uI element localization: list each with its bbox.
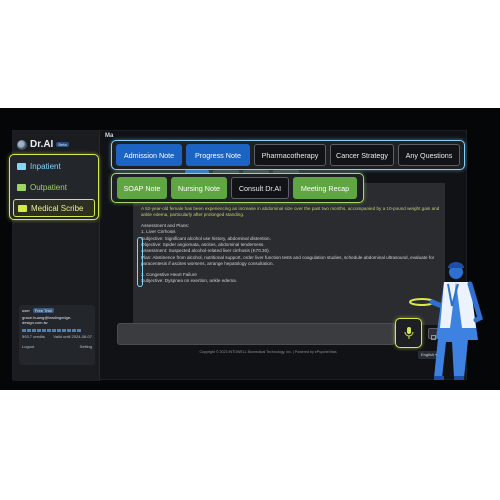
copyright-text: Copyright © 2023 INTOWELL Biomedical Tec…	[199, 350, 337, 354]
message-input[interactable]	[117, 323, 395, 345]
brand-logo-icon	[17, 139, 27, 150]
subjective-line: Subjective: Significant alcohol use hist…	[141, 235, 271, 241]
account-panel: user Free Trial grace.huang@leadingedge-…	[19, 305, 95, 365]
microphone-button[interactable]	[395, 318, 422, 348]
objective-line: Objective: Spider angiomata, ascites, ab…	[141, 242, 265, 248]
assessment-heading: Assessment and Plans:	[141, 222, 190, 228]
tab-consult-drai[interactable]: Consult Dr.AI	[231, 177, 289, 199]
chat-panel	[133, 183, 445, 325]
brand-name: Dr.AI	[30, 139, 54, 150]
plan-badge[interactable]: Free Trial	[32, 308, 54, 313]
tab-any-questions[interactable]: Any Questions	[398, 144, 460, 166]
tab-pharmacotherapy[interactable]: Pharmacotherapy	[254, 144, 326, 166]
page-title: Ma	[105, 133, 114, 139]
user-email: grace.huang@leadingedge-design.com.tw	[22, 315, 72, 325]
sidebar-item-outpatient[interactable]: Outpatient	[13, 178, 95, 196]
logout-link[interactable]: Logout	[22, 344, 35, 349]
assessment-line: Assessment: Suspected alcohol-related li…	[141, 248, 270, 254]
beta-badge: Beta	[56, 142, 69, 147]
valid-until: Valid until 2024-08-07	[53, 334, 92, 339]
microphone-icon	[404, 327, 413, 339]
clinic-icon	[17, 183, 26, 191]
sidebar-item-label: Inpatient	[30, 161, 61, 171]
credit-bar	[22, 329, 92, 332]
subjective-line: Subjective: Dyspnea on exertion, ankle e…	[141, 278, 238, 284]
sidebar-menu: Inpatient Outpatient Medical Scribe	[9, 154, 99, 220]
doctor-illustration	[409, 262, 483, 380]
scribe-tabs: SOAP Note Nursing Note Consult Dr.AI Mee…	[111, 173, 364, 203]
sidebar-item-label: Outpatient	[30, 182, 67, 192]
note-type-tabs: Admission Note Progress Note Pharmacothe…	[111, 140, 465, 170]
language-select[interactable]: English ▾	[418, 351, 443, 359]
brand[interactable]: Dr.AI Beta	[17, 139, 69, 150]
setting-link[interactable]: Setting	[79, 344, 92, 349]
intro-text: A 52-year-old female has been experienci…	[141, 206, 440, 218]
tab-meeting-recap[interactable]: Meeting Recap	[293, 177, 357, 199]
sidebar-item-medical-scribe[interactable]: Medical Scribe	[13, 199, 95, 217]
plan-line: Plan: Abstinence from alcohol, nutrition…	[141, 254, 435, 267]
tab-nursing-note[interactable]: Nursing Note	[171, 177, 227, 199]
language-value: English	[421, 352, 435, 357]
sidebar-item-inpatient[interactable]: Inpatient	[13, 157, 95, 175]
credits-count: 593.7 credits	[22, 334, 45, 339]
tab-soap-note[interactable]: SOAP Note	[117, 177, 167, 199]
problem-title: 2. Congestive Heart Failure	[141, 271, 197, 277]
send-icon	[431, 335, 436, 340]
soap-letter-highlight	[137, 237, 143, 287]
sidebar-item-label: Medical Scribe	[31, 203, 84, 213]
scribe-icon	[18, 204, 27, 212]
problem-title: 1. Liver Cirrhosis	[141, 229, 176, 235]
chat-message: A 52-year-old female has been experienci…	[141, 206, 441, 284]
tab-admission-note[interactable]: Admission Note	[116, 144, 182, 166]
bed-icon	[17, 162, 26, 170]
tab-cancer-strategy[interactable]: Cancer Strategy	[330, 144, 394, 166]
user-label: user	[22, 308, 30, 313]
tab-progress-note[interactable]: Progress Note	[186, 144, 250, 166]
